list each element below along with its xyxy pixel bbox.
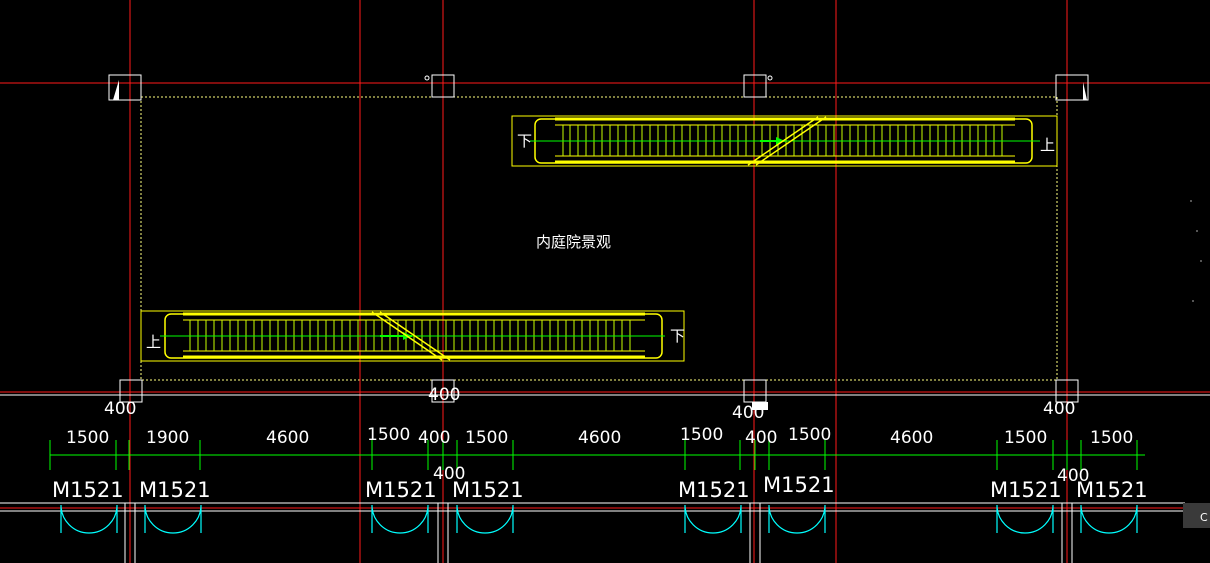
upper-escalator-right-label: 上	[1040, 136, 1055, 154]
dimension-label: 1500	[66, 428, 109, 448]
dimension-label-small: 400	[1057, 466, 1089, 486]
dimension-label: 1500	[788, 425, 831, 445]
column-label: 400	[104, 399, 136, 419]
door-label: M1521	[52, 478, 124, 502]
door-label: M1521	[990, 478, 1062, 502]
dimension-label: 4600	[890, 428, 933, 448]
dimension-label: 1500	[1004, 428, 1047, 448]
column-label: 400	[1043, 399, 1075, 419]
dimension-label: 1500	[680, 425, 723, 445]
courtyard-boundary	[140, 96, 1058, 381]
column	[743, 379, 767, 403]
dimension-label: 1500	[465, 428, 508, 448]
doors	[60, 504, 1138, 534]
bottom-walls	[0, 394, 1210, 563]
corner-badge-label: C	[1200, 511, 1208, 524]
columns	[108, 74, 1089, 403]
dimension-label: 400	[418, 428, 450, 448]
dimension-label: 400	[745, 428, 777, 448]
column	[431, 74, 455, 98]
column	[1055, 379, 1079, 403]
column	[119, 379, 143, 403]
dimension-label: 4600	[266, 428, 309, 448]
lower-escalator	[140, 310, 685, 362]
dimension-lines	[49, 440, 1145, 470]
column	[1055, 74, 1089, 101]
dimension-label: 1500	[1090, 428, 1133, 448]
lower-escalator-right-label: 下	[670, 327, 685, 345]
column-label-extra: 400	[428, 385, 460, 405]
column	[108, 74, 142, 101]
door-label: M1521	[1076, 478, 1148, 502]
corner-badge[interactable]	[1183, 503, 1210, 528]
upper-escalator	[511, 115, 1058, 167]
door-label: M1521	[763, 473, 835, 497]
door-label: M1521	[139, 478, 211, 502]
lower-escalator-left-label: 上	[146, 333, 161, 351]
door-label: M1521	[365, 478, 437, 502]
column	[743, 74, 767, 98]
dimension-marker	[752, 402, 768, 410]
right-edge-dots	[1190, 200, 1202, 302]
upper-escalator-left-label: 下	[517, 132, 532, 150]
dimension-label: 1500	[367, 425, 410, 445]
courtyard-label: 内庭院景观	[536, 233, 611, 251]
dimension-label-small: 400	[433, 464, 465, 484]
column	[431, 379, 455, 403]
door-label: M1521	[678, 478, 750, 502]
door-label: M1521	[452, 478, 524, 502]
dimension-label: 4600	[578, 428, 621, 448]
column-markers	[113, 75, 1087, 100]
dimension-label: 1900	[146, 428, 189, 448]
